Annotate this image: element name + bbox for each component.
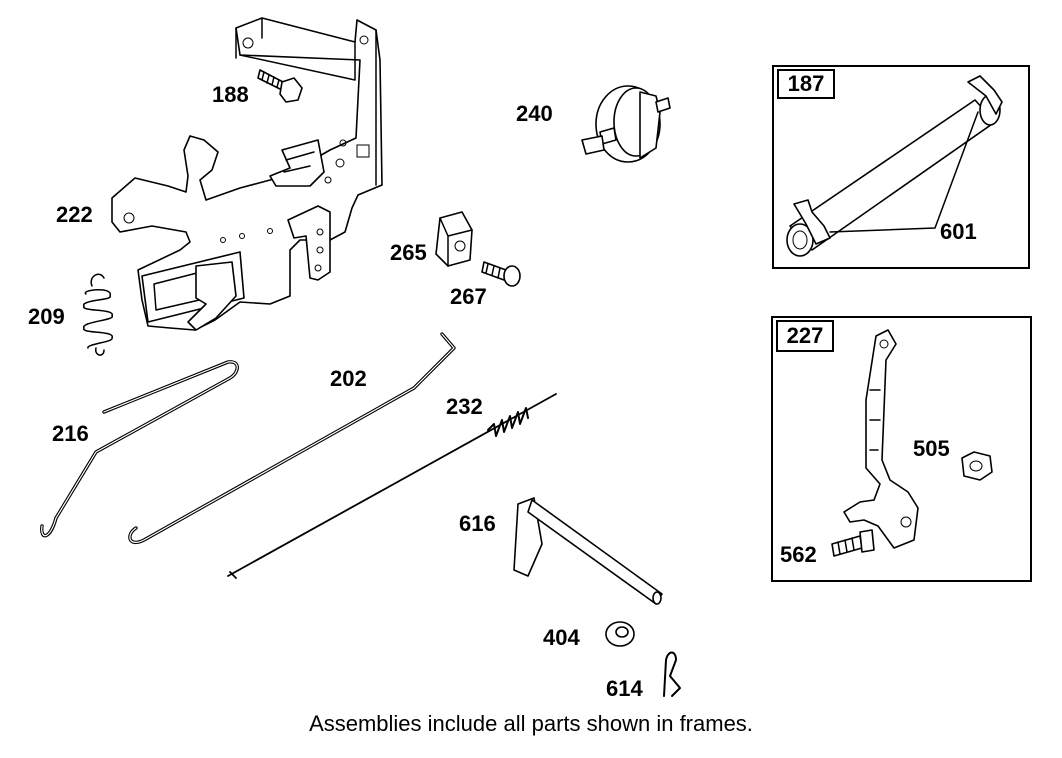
callout-265: 265 bbox=[390, 240, 427, 265]
frame-187 bbox=[772, 65, 1030, 269]
frame-187-tag: 187 bbox=[777, 69, 835, 99]
callout-209: 209 bbox=[28, 304, 65, 329]
washer-part-404 bbox=[605, 621, 635, 647]
callout-601: 601 bbox=[940, 219, 977, 244]
control-bracket-part-222 bbox=[111, 17, 383, 331]
callout-222: 222 bbox=[56, 202, 93, 227]
governor-lever-assembly-227 bbox=[831, 329, 993, 557]
callout-616: 616 bbox=[459, 511, 496, 536]
callout-202: 202 bbox=[330, 366, 367, 391]
link-rod-part-216 bbox=[40, 360, 239, 538]
callout-232: 232 bbox=[446, 394, 483, 419]
frame-227-tag: 227 bbox=[776, 320, 834, 352]
screw-part-267 bbox=[481, 261, 521, 287]
spring-rod-part-232 bbox=[227, 393, 557, 579]
governor-rod-part-202 bbox=[128, 332, 456, 545]
spring-part-209 bbox=[83, 273, 113, 356]
footer-note: Assemblies include all parts shown in fr… bbox=[309, 711, 753, 736]
fuel-filter-part-240 bbox=[581, 85, 671, 163]
callout-404: 404 bbox=[543, 625, 580, 650]
frame-227 bbox=[771, 316, 1032, 582]
callout-216: 216 bbox=[52, 421, 89, 446]
hairpin-clip-part-614 bbox=[663, 651, 681, 697]
fuel-line-assembly-187 bbox=[786, 75, 1003, 257]
clip-part-265 bbox=[435, 211, 473, 267]
bolt-part-188 bbox=[257, 69, 303, 103]
callout-267: 267 bbox=[450, 284, 487, 309]
callout-562: 562 bbox=[780, 542, 817, 567]
callout-614: 614 bbox=[606, 676, 643, 701]
callout-188: 188 bbox=[212, 82, 249, 107]
callout-240: 240 bbox=[516, 101, 553, 126]
lever-shaft-part-616 bbox=[513, 497, 663, 605]
callout-505: 505 bbox=[913, 436, 950, 461]
